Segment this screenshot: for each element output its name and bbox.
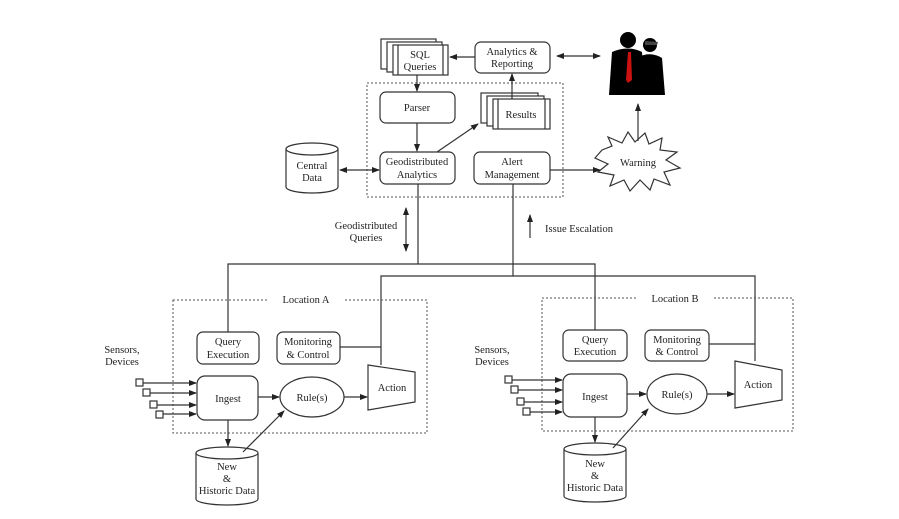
sql-queries-label-2: Queries (404, 62, 437, 73)
sensors-label-a-2: Devices (105, 357, 139, 368)
analytics-reporting-label-2: Reporting (491, 59, 534, 70)
action-a-label: Action (378, 383, 407, 394)
parser-label: Parser (404, 103, 431, 114)
rules-b-label: Rule(s) (662, 390, 693, 401)
central-data-label-1: Central (297, 161, 328, 172)
ingest-b-label: Ingest (582, 392, 608, 403)
monitoring-a-label-2: & Control (287, 350, 330, 361)
geo-queries-label-2: Queries (350, 233, 383, 244)
parser-node: Parser (379, 91, 456, 124)
geodistributed-analytics-node: Geodistributed Analytics (379, 151, 456, 185)
monitoring-b-label-2: & Control (656, 347, 699, 358)
ingest-b: Ingest (562, 373, 628, 418)
ingest-a-label: Ingest (215, 394, 241, 405)
rules-a: Rule(s) (279, 376, 345, 418)
data-a-label-3: Historic Data (199, 486, 256, 497)
rules-b: Rule(s) (646, 373, 708, 415)
central-data-cylinder: Central Data (285, 142, 339, 194)
data-a-label-2: & (223, 474, 231, 485)
monitoring-b-label-1: Monitoring (653, 335, 702, 346)
warning-label: Warning (620, 158, 657, 169)
results-node: Results (480, 92, 551, 130)
query-exec-a-label-2: Execution (207, 350, 250, 361)
historic-data-a: New & Historic Data (195, 446, 259, 506)
data-b-label-1: New (585, 459, 605, 470)
data-a-label-1: New (217, 462, 237, 473)
data-b-label-3: Historic Data (567, 483, 624, 494)
query-exec-a-label-1: Query (215, 337, 242, 348)
location-b: Location B Sensors, Devices Query Execut… (474, 292, 794, 503)
central-connectors (227, 53, 756, 365)
sql-queries-label-1: SQL (410, 50, 430, 61)
query-exec-b-label-2: Execution (574, 347, 617, 358)
analytics-reporting-label-1: Analytics & (486, 47, 537, 58)
warning-node: Warning (594, 130, 682, 193)
query-execution-b: Query Execution (562, 329, 628, 362)
sensors-label-a-1: Sensors, (104, 345, 139, 356)
action-a: Action (367, 364, 416, 411)
results-label: Results (506, 110, 537, 121)
sensor-devices-b (504, 375, 563, 416)
central-analytics-region (366, 82, 564, 198)
sql-queries-node: SQL Queries (380, 38, 449, 76)
location-a-label: Location A (283, 295, 330, 306)
geo-queries-label-1: Geodistributed (335, 221, 398, 232)
action-b: Action (734, 360, 783, 409)
monitoring-control-b: Monitoring & Control (644, 329, 710, 362)
alert-mgmt-label-1: Alert (501, 157, 523, 168)
location-a: Location A Sensors, Devices Query Execut… (104, 294, 428, 506)
analytics-reporting-node: Analytics & Reporting (474, 41, 551, 74)
sensors-label-b-2: Devices (475, 357, 509, 368)
issue-escalation-label: Issue Escalation (545, 224, 614, 235)
sensor-devices-a (135, 378, 197, 419)
rules-a-label: Rule(s) (297, 393, 328, 404)
alert-mgmt-label-2: Management (485, 170, 540, 181)
geo-analytics-label-2: Analytics (397, 170, 437, 181)
ingest-a: Ingest (196, 375, 259, 421)
data-b-label-2: & (591, 471, 599, 482)
business-people-icon (609, 32, 665, 95)
location-b-label: Location B (652, 294, 699, 305)
monitoring-control-a: Monitoring & Control (276, 331, 341, 365)
sensors-label-b-1: Sensors, (474, 345, 509, 356)
historic-data-b: New & Historic Data (563, 442, 627, 503)
monitoring-a-label-1: Monitoring (284, 337, 333, 348)
central-data-label-2: Data (302, 173, 322, 184)
geo-analytics-label-1: Geodistributed (386, 157, 449, 168)
action-b-label: Action (744, 380, 773, 391)
alert-management-node: Alert Management (473, 151, 551, 185)
query-execution-a: Query Execution (196, 331, 260, 365)
query-exec-b-label-1: Query (582, 335, 609, 346)
